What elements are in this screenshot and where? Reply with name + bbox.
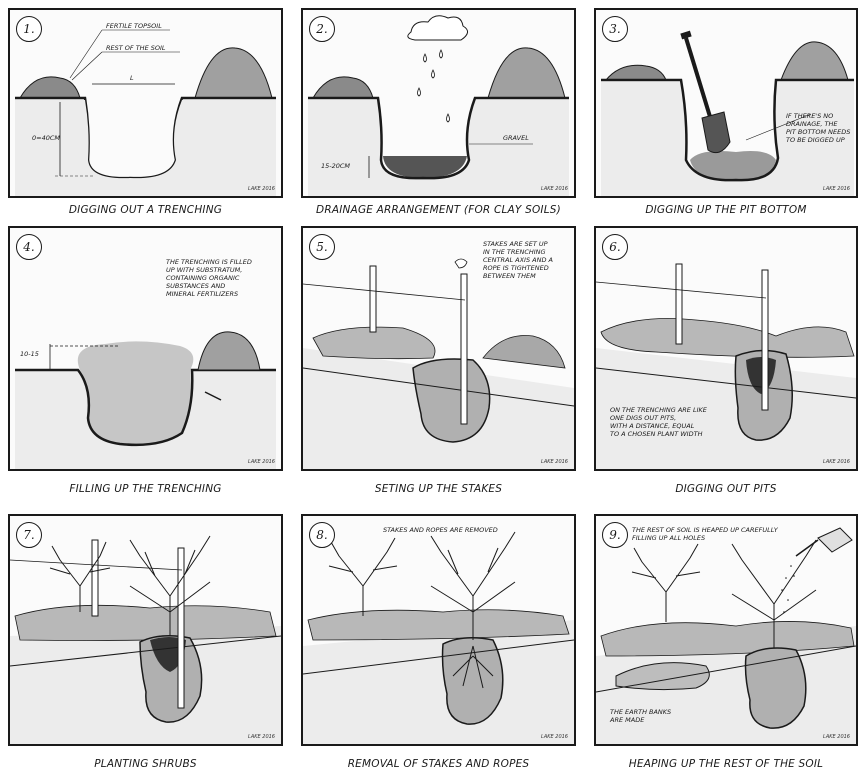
panel-2: 2. GRAVEL 15-20cm LAKE 2016	[301, 8, 576, 198]
signature: LAKE 2016	[823, 186, 850, 192]
caption-3: DIGGING UP THE PIT BOTTOM	[594, 204, 858, 216]
caption-7: PLANTING SHRUBS	[8, 758, 283, 770]
panel-6: 6. ON THE TRENCHING ARE LIKE ONE DIGS OU…	[594, 226, 858, 471]
panel-3: 3. IF THERE'S NO DRAINAGE, THE PIT BOTTO…	[594, 8, 858, 198]
step-number-4: 4.	[16, 234, 42, 260]
panel-8: 8. STAKES AND ROPES ARE REMOVED LAKE 201…	[301, 514, 576, 746]
note-earth-banks: THE EARTH BANKS ARE MADE	[610, 708, 671, 724]
note-digs-out-pits: ON THE TRENCHING ARE LIKE ONE DIGS OUT P…	[610, 406, 707, 438]
note-no-drainage: IF THERE'S NO DRAINAGE, THE PIT BOTTOM N…	[786, 112, 850, 144]
panel-7: 7. LAKE 2016	[8, 514, 283, 746]
step-number-9: 9.	[602, 522, 628, 548]
panel-3-illustration	[596, 10, 856, 196]
step-number-3: 3.	[602, 16, 628, 42]
signature: LAKE 2016	[248, 186, 275, 192]
note-length-l: L	[130, 74, 134, 82]
note-stakes-removed: STAKES AND ROPES ARE REMOVED	[383, 526, 498, 534]
note-rest-of-soil: REST OF THE SOIL	[106, 44, 166, 52]
step-number-8: 8.	[309, 522, 335, 548]
note-fertile-topsoil: FERTILE TOPSOIL	[106, 22, 162, 30]
note-raised-level: 10-15	[20, 350, 39, 358]
step-number-6: 6.	[602, 234, 628, 260]
signature: LAKE 2016	[823, 734, 850, 740]
signature: LAKE 2016	[248, 459, 275, 465]
signature: LAKE 2016	[541, 186, 568, 192]
note-depth: 0=40cm	[32, 134, 60, 142]
caption-9: HEAPING UP THE REST OF THE SOIL	[594, 758, 858, 770]
step-number-1: 1.	[16, 16, 42, 42]
panel-4: 4. THE TRENCHING IS FILLED UP WITH SUBST…	[8, 226, 283, 471]
panel-9: 9. THE REST OF SOIL IS HEAPED UP CAREFUL…	[594, 514, 858, 746]
step-number-5: 5.	[309, 234, 335, 260]
panel-7-illustration	[10, 516, 281, 744]
note-rest-heaped: THE REST OF SOIL IS HEAPED UP CAREFULLY …	[632, 526, 778, 542]
caption-1: DIGGING OUT A TRENCHING	[8, 204, 283, 216]
note-filled-substratum: THE TRENCHING IS FILLED UP WITH SUBSTRAT…	[166, 258, 252, 298]
caption-6: DIGGING OUT PITS	[594, 483, 858, 495]
caption-8: REMOVAL OF STAKES AND ROPES	[301, 758, 576, 770]
panel-5: 5. STAKES ARE SET UP IN THE TRENCHING CE…	[301, 226, 576, 471]
note-gravel: GRAVEL	[503, 134, 529, 142]
panel-1-illustration	[10, 10, 281, 196]
step-number-2: 2.	[309, 16, 335, 42]
caption-2: DRAINAGE ARRANGEMENT (FOR CLAY SOILS)	[301, 204, 576, 216]
signature: LAKE 2016	[541, 734, 568, 740]
signature: LAKE 2016	[823, 459, 850, 465]
signature: LAKE 2016	[248, 734, 275, 740]
signature: LAKE 2016	[541, 459, 568, 465]
note-stakes-set-up: STAKES ARE SET UP IN THE TRENCHING CENTR…	[483, 240, 553, 280]
panel-8-illustration	[303, 516, 574, 744]
panel-1: 1. FERTILE TOPSOIL REST OF THE SOIL L 0=…	[8, 8, 283, 198]
caption-4: FILLING UP THE TRENCHING	[8, 483, 283, 495]
caption-5: SETING UP THE STAKES	[301, 483, 576, 495]
step-number-7: 7.	[16, 522, 42, 548]
note-gravel-depth: 15-20cm	[321, 162, 350, 170]
